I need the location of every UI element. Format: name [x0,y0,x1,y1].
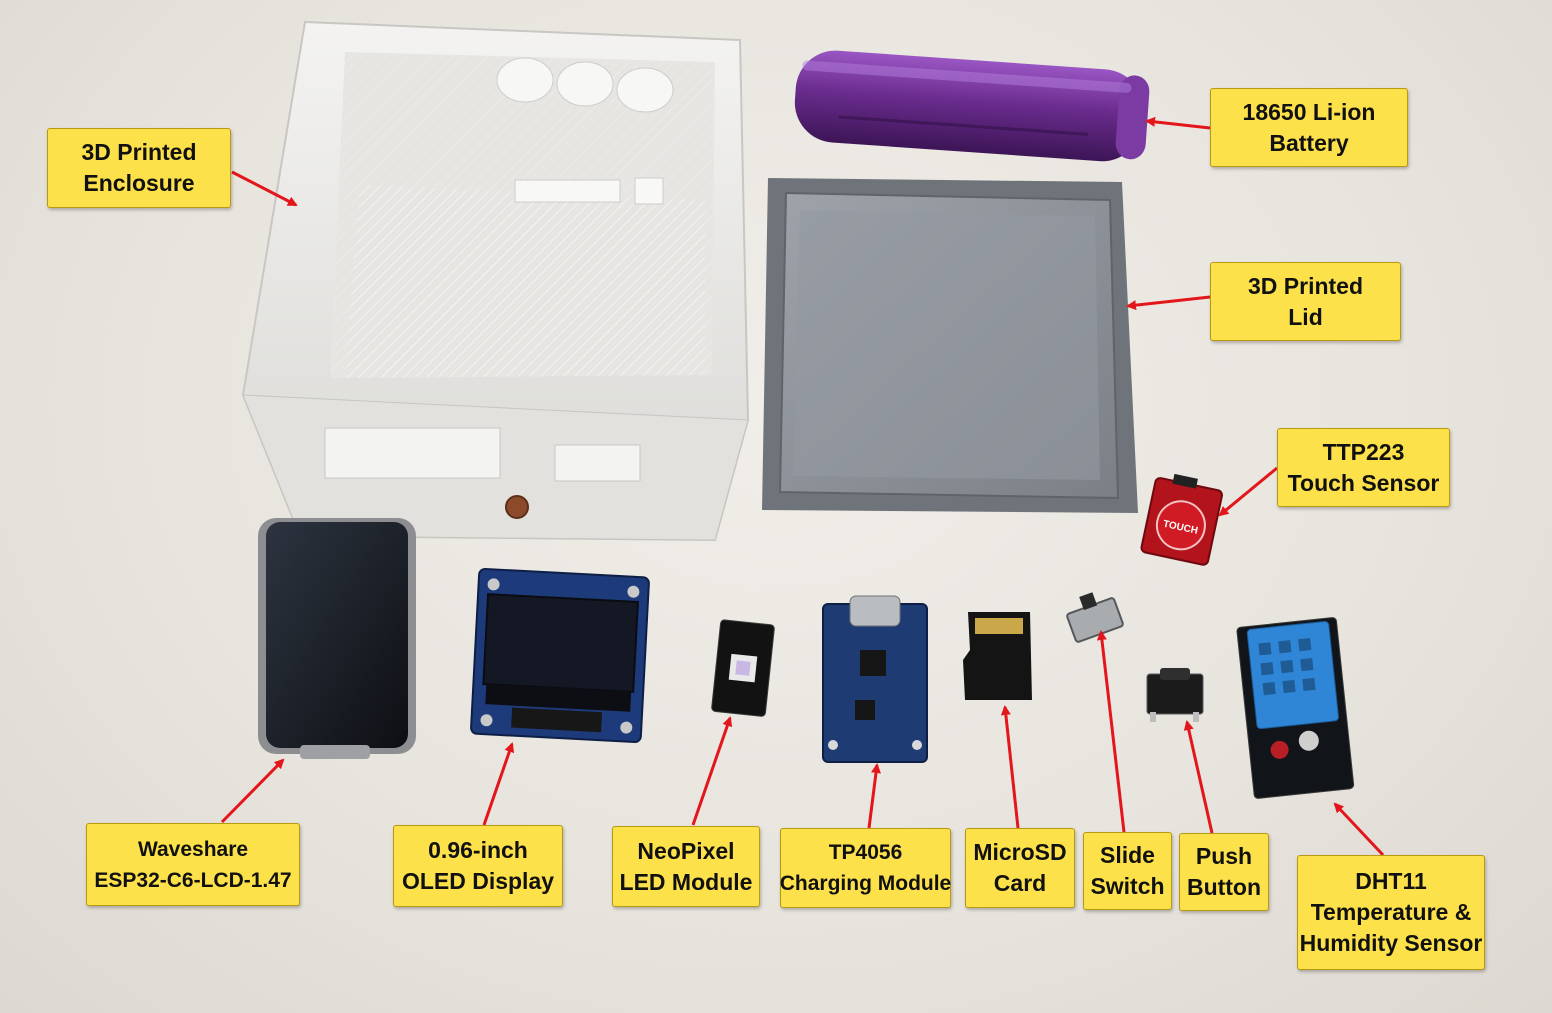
label-dht11-line3: Humidity Sensor [1299,930,1483,956]
label-battery: 18650 Li-ion Battery [1210,88,1408,167]
neopixel-arrow [691,716,733,826]
label-lid: 3D Printed Lid [1210,262,1401,341]
touch-sensor-board: TOUCH [1140,473,1223,566]
label-lid-line1: 3D Printed [1247,272,1364,299]
label-slide: Slide Switch [1083,832,1172,910]
label-neopixel-line1: NeoPixel [637,837,735,864]
label-enclosure-line1: 3D Printed [81,139,197,165]
neopixel-board [711,619,775,717]
label-touch-line2: Touch Sensor [1287,469,1440,496]
slide-arrow [1096,630,1126,833]
enclosure-arrow [231,170,298,207]
label-tp4056: TP4056 Charging Module [780,828,951,908]
label-dht11: DHT11 Temperature & Humidity Sensor [1297,855,1485,970]
label-neopixel: NeoPixel LED Module [612,826,760,907]
label-waveshare-line1: Waveshare [137,837,249,861]
label-enclosure: 3D Printed Enclosure [47,128,231,208]
push-button [1146,668,1204,722]
touch-arrow [1218,466,1278,517]
battery-arrow [1145,116,1211,130]
label-slide-line2: Switch [1090,873,1165,899]
label-enclosure-line2: Enclosure [83,170,195,196]
lid-arrow [1126,295,1211,311]
label-tp4056-line2: Charging Module [779,872,952,895]
label-tp4056-line1: TP4056 [828,841,903,864]
label-oled: 0.96-inch OLED Display [393,825,563,907]
lid-plate [762,178,1138,513]
waveshare-board [258,518,416,759]
label-battery-line1: 18650 Li-ion [1242,98,1376,125]
label-waveshare-line2: ESP32-C6-LCD-1.47 [94,868,292,892]
oled-arrow [482,742,515,826]
microsd-card [963,612,1032,700]
push-arrow [1183,720,1214,834]
enclosure-box [241,20,750,542]
label-push: Push Button [1179,833,1269,911]
label-push-line2: Button [1186,874,1262,900]
label-touch: TTP223 Touch Sensor [1277,428,1450,507]
label-neopixel-line2: LED Module [619,868,753,895]
dht11-arrow [1333,802,1385,857]
label-dht11-line2: Temperature & [1310,899,1472,925]
label-push-line1: Push [1195,843,1253,869]
label-touch-line1: TTP223 [1322,438,1405,465]
waveshare-arrow [220,758,285,824]
label-dht11-line1: DHT11 [1355,868,1427,894]
label-microsd-line1: MicroSD [973,839,1067,865]
pointer-arrows [220,116,1385,857]
microsd-arrow [1000,705,1020,829]
dht11-board [1236,617,1355,799]
tp4056-arrow [867,763,881,829]
label-oled-line2: OLED Display [401,868,555,894]
label-microsd: MicroSD Card [965,828,1075,908]
label-slide-line1: Slide [1100,842,1155,868]
oled-board [470,567,650,744]
label-battery-line2: Battery [1269,129,1349,156]
slide-switch [1066,592,1124,643]
label-waveshare: Waveshare ESP32-C6-LCD-1.47 [86,823,300,906]
label-lid-line2: Lid [1288,303,1323,330]
battery-cell [794,50,1150,162]
label-oled-line1: 0.96-inch [428,837,528,863]
label-microsd-line2: Card [993,870,1047,896]
tp4056-board [822,595,928,763]
